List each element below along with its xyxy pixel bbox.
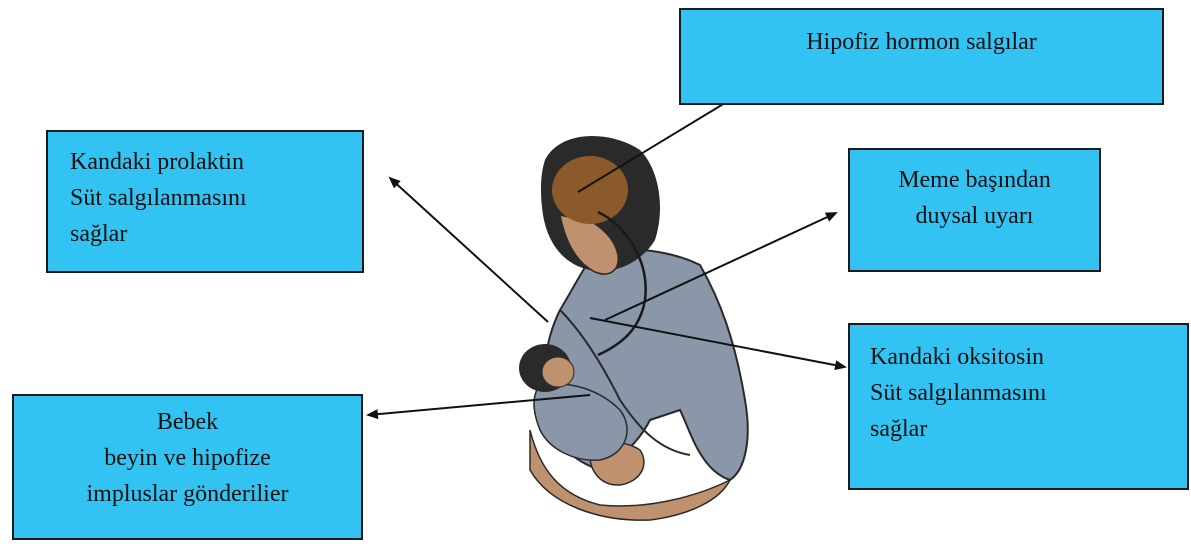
nipple-line-1: Meme başından (850, 162, 1099, 198)
prolactin-line-2: Süt salgılanmasını (70, 180, 362, 216)
nipple-line-2: duysal uyarı (850, 198, 1099, 234)
baby-line-1: Bebek (14, 404, 361, 440)
pituitary-line-1: Hipofiz hormon salgılar (681, 24, 1162, 60)
oxytocin-box: Kandaki oksitosin Süt salgılanmasını sağ… (848, 323, 1189, 490)
baby-line-3: impluslar gönderilier (14, 476, 361, 512)
baby-face (542, 357, 574, 387)
prolactin-box: Kandaki prolaktin Süt salgılanmasını sağ… (46, 130, 364, 273)
brain-region (552, 156, 628, 224)
baby-line-2: beyin ve hipofize (14, 440, 361, 476)
prolactin-line-1: Kandaki prolaktin (70, 144, 362, 180)
baby-impulse-box: Bebek beyin ve hipofize impluslar gönder… (12, 394, 363, 540)
oxytocin-line-2: Süt salgılanmasını (870, 375, 1187, 411)
arrow-to-prolactin (390, 178, 548, 322)
pituitary-hormone-box: Hipofiz hormon salgılar (679, 8, 1164, 105)
nipple-stimulus-box: Meme başından duysal uyarı (848, 148, 1101, 272)
prolactin-line-3: sağlar (70, 216, 362, 252)
oxytocin-line-3: sağlar (870, 411, 1187, 447)
oxytocin-line-1: Kandaki oksitosin (870, 339, 1187, 375)
